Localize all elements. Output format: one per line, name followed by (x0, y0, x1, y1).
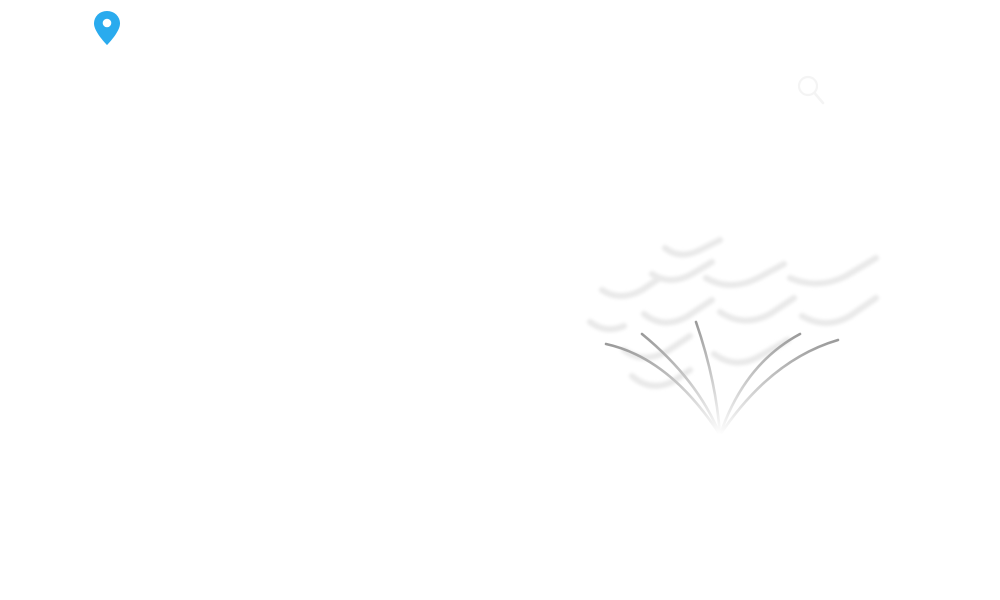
search-icon[interactable] (794, 72, 828, 108)
grass-waves-illustration-svg (587, 237, 879, 437)
map-pin-icon-svg (94, 11, 120, 45)
search-icon-svg (797, 75, 825, 105)
grass-waves-illustration (580, 230, 890, 450)
map-pin-icon[interactable] (92, 10, 122, 46)
